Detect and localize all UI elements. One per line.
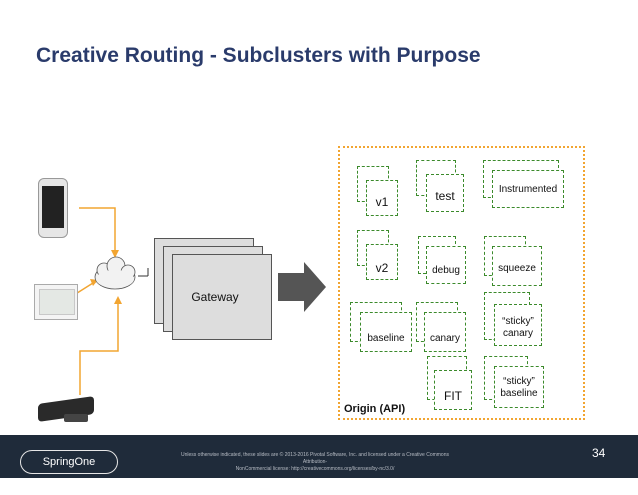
legal-line-1: Unless otherwise indicated, these slides… xyxy=(181,452,449,465)
test-label: test xyxy=(435,189,455,203)
smartphone-icon xyxy=(38,178,68,238)
connections-layer xyxy=(73,207,326,395)
gateway-label: Gateway xyxy=(191,290,239,304)
instrumented-node: Instrumented xyxy=(492,170,564,208)
springone-platform-logo: SpringOne Platform xyxy=(20,450,118,490)
v2-label: v2 xyxy=(375,261,389,275)
page-title: Creative Routing - Subclusters with Purp… xyxy=(36,44,481,67)
baseline-node: baseline xyxy=(360,312,412,352)
gateway-card-front xyxy=(172,254,272,340)
sticky-canary-label-1: “sticky” xyxy=(502,316,534,327)
canary-label: canary xyxy=(429,333,460,344)
phone-arrowhead xyxy=(111,250,119,258)
baseline-label: baseline xyxy=(367,333,405,344)
fit-node: FIT xyxy=(434,370,472,410)
sticky-canary-label-2: canary xyxy=(502,328,533,339)
test-node: test xyxy=(426,174,464,212)
phone-to-cloud-arrow xyxy=(79,207,116,250)
sticky-canary-node: “sticky” canary xyxy=(494,304,542,346)
fit-label: FIT xyxy=(444,389,462,403)
legal-notice: Unless otherwise indicated, these slides… xyxy=(170,452,460,473)
squeeze-node: squeeze xyxy=(492,246,542,286)
set-top-box-stand xyxy=(64,414,88,422)
device-to-cloud-arrow xyxy=(79,304,119,395)
v2-node: v2 xyxy=(366,244,398,280)
legal-line-2: NonCommercial license: http://creativeco… xyxy=(235,466,395,472)
device-arrowhead xyxy=(114,296,122,304)
sticky-baseline-node: “sticky” baseline xyxy=(494,366,544,408)
debug-label: debug xyxy=(432,265,460,276)
v1-label: v1 xyxy=(375,195,389,209)
origin-label: Origin (API) xyxy=(344,403,406,415)
gateway-to-origin-arrow xyxy=(278,262,326,312)
instrumented-label: Instrumented xyxy=(498,184,558,195)
tv-icon xyxy=(34,284,78,320)
squeeze-label: squeeze xyxy=(498,263,536,274)
origin-box xyxy=(338,146,585,420)
cloud-icon xyxy=(94,256,136,290)
canary-node: canary xyxy=(424,312,466,352)
sticky-baseline-label-1: “sticky” xyxy=(503,376,535,387)
page-number: 34 xyxy=(592,446,606,460)
v1-node: v1 xyxy=(366,180,398,216)
debug-node: debug xyxy=(426,246,466,284)
sticky-baseline-label-2: baseline xyxy=(500,388,538,399)
